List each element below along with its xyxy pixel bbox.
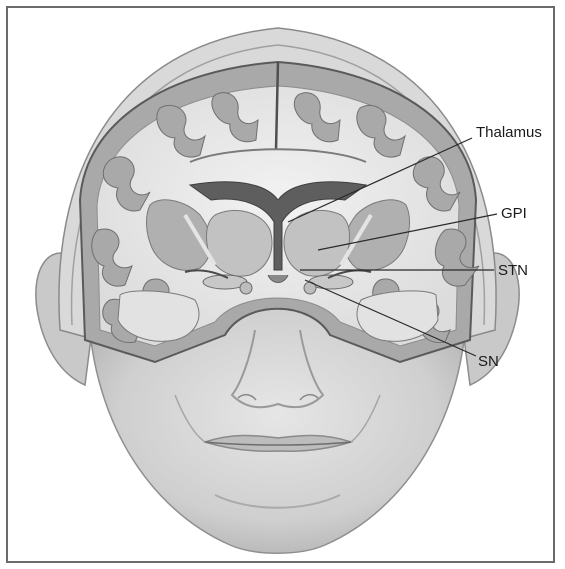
left-thalamus: [206, 210, 271, 276]
label-gpi: GPI: [501, 205, 527, 222]
label-thalamus: Thalamus: [476, 124, 542, 141]
right-thalamus: [284, 210, 349, 276]
label-sn: SN: [478, 353, 499, 370]
label-stn: STN: [498, 262, 528, 279]
